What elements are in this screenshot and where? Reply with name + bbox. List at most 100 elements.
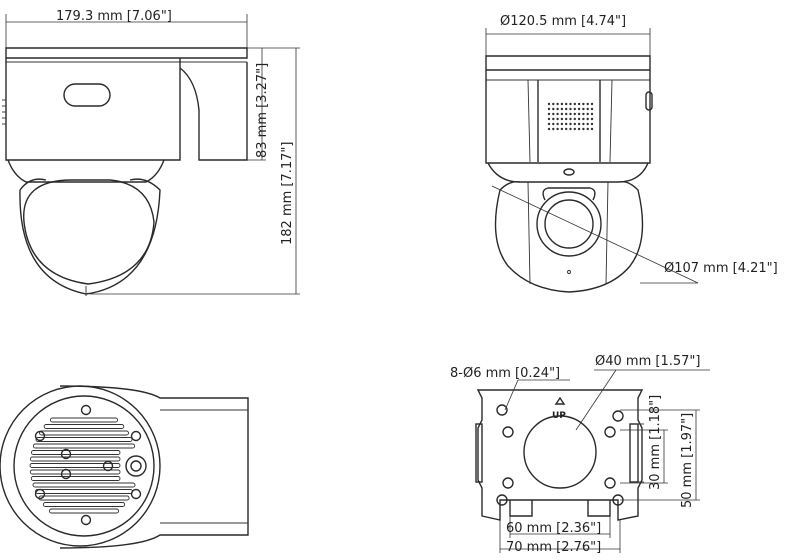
grille-dot (590, 122, 594, 126)
side-view: 179.3 mm [7.06"] 83 mm [3.27"] 182 mm [7… (2, 9, 300, 296)
screw-hole (502, 426, 514, 438)
screw-hole (502, 477, 514, 489)
mount-hole (102, 460, 114, 472)
fin (32, 482, 136, 488)
fin (35, 489, 133, 494)
fin (30, 476, 121, 481)
grille-dot (582, 117, 585, 121)
fin (39, 430, 129, 436)
grille-dot (565, 127, 568, 131)
grille-dot (547, 112, 551, 116)
v-outer-label: 50 mm [1.97"] (680, 413, 695, 508)
grille-dot (547, 102, 551, 106)
grille-dot (586, 107, 589, 111)
grille-dot (582, 102, 585, 106)
grille-dot (569, 112, 572, 116)
grille-dot (565, 102, 568, 106)
bottom-view (0, 385, 249, 549)
mount-hole (130, 430, 142, 442)
grille-dot (573, 102, 576, 106)
grille-dot (590, 127, 594, 131)
grille-dot (590, 112, 594, 116)
fin (48, 508, 120, 514)
screw-hole (604, 477, 616, 489)
grille-dot (560, 102, 564, 106)
speaker-grille (547, 102, 594, 131)
grille-dot (590, 117, 594, 121)
screw-hole (604, 426, 616, 438)
grille-dot (577, 127, 581, 131)
grille-dot (577, 107, 581, 111)
grille-dot (569, 127, 572, 131)
grille-dot (590, 107, 594, 111)
screw-hole (496, 494, 508, 506)
grille-dot (560, 117, 564, 121)
grille-dot (573, 117, 576, 121)
mount-hole (80, 514, 92, 526)
grille-dot (556, 122, 559, 126)
heatsink-fins (29, 417, 136, 514)
grille-dot (556, 107, 559, 111)
grille-dot (552, 127, 555, 131)
dome-diameter-label: Ø107 mm [4.21"] (664, 261, 778, 276)
front-width-label: 179.3 mm [7.06"] (56, 9, 172, 24)
grille-dot (560, 112, 564, 116)
grille-dot (569, 107, 572, 111)
mount-hole (60, 468, 72, 480)
center-hole-label: Ø40 mm [1.57"] (595, 354, 700, 369)
grille-dot (560, 122, 564, 126)
fin (29, 469, 121, 475)
grille-dot (569, 122, 572, 126)
front-view: Ø120.5 mm [4.74"] Ø107 mm [4.21"] (485, 14, 778, 293)
grille-dot (577, 112, 581, 116)
grille-dot (565, 107, 568, 111)
mount-hole (60, 448, 72, 460)
grille-dot (547, 122, 551, 126)
grille-dot (586, 102, 589, 106)
grille-dot (582, 112, 585, 116)
grille-dot (552, 107, 555, 111)
grille-dot (552, 117, 555, 121)
grille-dot (560, 107, 564, 111)
screw-holes-label: 8-Ø6 mm [0.24"] (450, 366, 560, 381)
grille-dot (560, 127, 564, 131)
grille-dot (552, 112, 555, 116)
grille-dot (552, 122, 555, 126)
grille-dot (582, 107, 585, 111)
grille-dot (586, 127, 589, 131)
fin (31, 450, 121, 455)
mount-hole (80, 404, 92, 416)
grille-dot (556, 112, 559, 116)
mount-hole (34, 430, 46, 442)
grille-dot (582, 127, 585, 131)
grille-dot (552, 102, 555, 106)
screw-hole (496, 404, 508, 416)
grille-dot (569, 117, 572, 121)
mount-hole (34, 488, 46, 500)
grille-dot (577, 117, 581, 121)
grille-dot (573, 122, 576, 126)
screw-hole (612, 410, 624, 422)
fin (38, 495, 130, 501)
grille-dot (582, 122, 585, 126)
grille-dot (556, 102, 559, 106)
mount-plate: UP 8-Ø6 mm [0.24"] Ø40 mm [1.57"] 30 mm … (450, 354, 710, 555)
grille-dot (547, 127, 551, 131)
grille-dot (556, 127, 559, 131)
grille-dot (586, 122, 589, 126)
mount-hole (130, 488, 142, 500)
grille-dot (573, 107, 576, 111)
fin (49, 417, 119, 423)
grille-dot (547, 107, 551, 111)
up-label: UP (552, 411, 566, 421)
grille-dot (586, 117, 589, 121)
fin (29, 456, 121, 462)
grille-dot (565, 117, 568, 121)
h-inner-label: 60 mm [2.36"] (506, 521, 601, 536)
grille-dot (547, 117, 551, 121)
bottom-holes (34, 404, 142, 526)
grille-dot (577, 102, 581, 106)
housing-height-label: 83 mm [3.27"] (255, 63, 270, 158)
v-inner-label: 30 mm [1.18"] (648, 395, 663, 490)
grille-dot (565, 122, 568, 126)
